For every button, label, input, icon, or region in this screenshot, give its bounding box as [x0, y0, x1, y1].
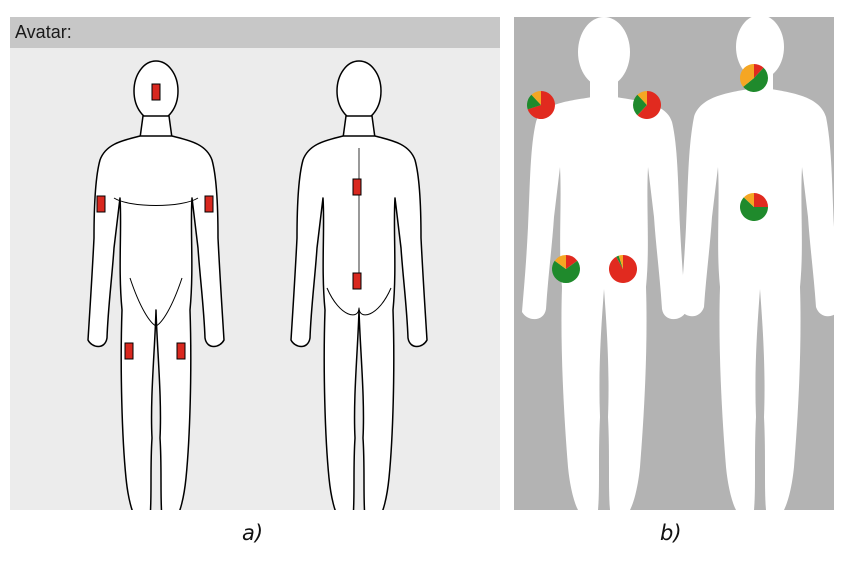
sensor-marker-head — [151, 83, 161, 101]
avatar-panel: Avatar: — [10, 17, 500, 510]
pie-slice — [743, 193, 754, 207]
caption-a: a) — [242, 521, 264, 545]
pie-slice — [740, 64, 754, 87]
pie-slice — [754, 193, 768, 207]
back-silhouette — [680, 17, 834, 510]
pie-slice — [743, 67, 768, 92]
pie-slice — [633, 94, 647, 116]
sensor-marker-left-thigh — [176, 342, 186, 360]
silhouette-figures — [522, 17, 834, 510]
sensor-marker-left-arm — [204, 195, 214, 213]
pie-slice — [618, 255, 623, 269]
avatar-title-bar: Avatar: — [10, 17, 500, 48]
pie-slice — [754, 64, 764, 78]
pie-slice — [554, 255, 566, 269]
front-silhouette — [522, 17, 686, 510]
sensor-marker-lower-back — [352, 272, 362, 290]
sensor-markers — [96, 83, 362, 360]
pie-slice — [637, 91, 661, 120]
caption-b: b) — [660, 521, 682, 545]
pie-chart-lower-back — [740, 193, 768, 221]
pie-chart-left-shoulder — [527, 91, 555, 119]
pie-slice — [527, 91, 555, 119]
pie-slice — [552, 260, 580, 283]
pie-chart-left-hip — [552, 255, 580, 283]
pie-slice — [527, 94, 541, 110]
front-body-figure — [87, 60, 225, 510]
pie-slice — [531, 91, 541, 105]
pie-chart-right-hip — [609, 255, 637, 284]
pain-distribution-panel — [514, 17, 834, 510]
avatar-title: Avatar: — [15, 22, 72, 42]
pie-chart-neck — [740, 64, 768, 92]
pain-pie-charts — [527, 64, 768, 284]
pie-slice — [616, 255, 623, 269]
sensor-marker-upper-back — [352, 178, 362, 196]
sensor-marker-right-arm — [96, 195, 106, 213]
pie-slice — [740, 197, 768, 221]
sensor-marker-right-thigh — [124, 342, 134, 360]
avatar-figures — [87, 60, 428, 510]
pie-slice — [637, 91, 647, 105]
pie-chart-right-shoulder — [633, 91, 661, 120]
pie-slice — [566, 255, 578, 269]
back-body-figure — [290, 60, 428, 510]
pie-slice — [609, 255, 637, 284]
